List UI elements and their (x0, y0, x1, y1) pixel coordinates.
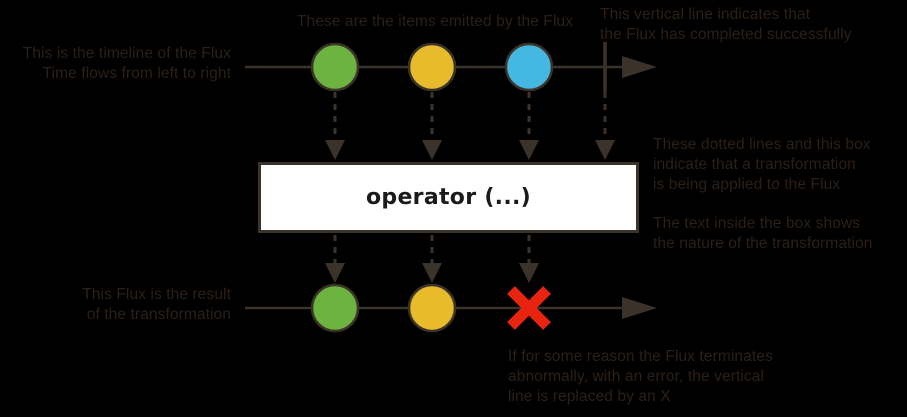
error-x-icon (507, 286, 551, 330)
source-marble-green[interactable] (310, 42, 360, 92)
annotation-completion-line: This vertical line indicates that the Fl… (600, 6, 852, 43)
result-marble-yellow[interactable] (407, 283, 457, 333)
annotation-box-text-meaning: The text inside the box shows the nature… (653, 215, 873, 252)
dotted-arrowhead-in-2 (422, 140, 442, 160)
dotted-arrows-out-of-operator (325, 235, 539, 283)
source-flux-timeline (245, 42, 657, 92)
result-timeline-arrowhead (622, 297, 657, 319)
source-marble-blue[interactable] (504, 42, 554, 92)
dotted-arrowhead-out-2 (422, 263, 442, 283)
dotted-arrowhead-in-1 (325, 140, 345, 160)
result-marble-green[interactable] (310, 283, 360, 333)
dotted-arrowhead-out-1 (325, 263, 345, 283)
annotation-result-left: This Flux is the result of the transform… (82, 286, 231, 323)
result-flux-timeline (245, 283, 657, 333)
source-marble-yellow[interactable] (407, 42, 457, 92)
operator-box[interactable]: operator (...) (258, 162, 639, 233)
annotation-items-top: These are the items emitted by the Flux (296, 13, 574, 30)
operator-box-label: operator (...) (366, 185, 531, 210)
annotation-timeline-left: This is the timeline of the Flux Time fl… (22, 45, 231, 82)
annotation-transformation: These dotted lines and this box indicate… (653, 136, 871, 193)
dotted-arrowhead-out-3 (519, 263, 539, 283)
dotted-arrowhead-in-3 (519, 140, 539, 160)
annotation-error-bottom: If for some reason the Flux terminates a… (508, 348, 773, 405)
dotted-arrowhead-in-4 (595, 140, 615, 160)
dotted-arrows-into-operator (325, 92, 615, 160)
source-timeline-arrowhead (622, 56, 657, 78)
